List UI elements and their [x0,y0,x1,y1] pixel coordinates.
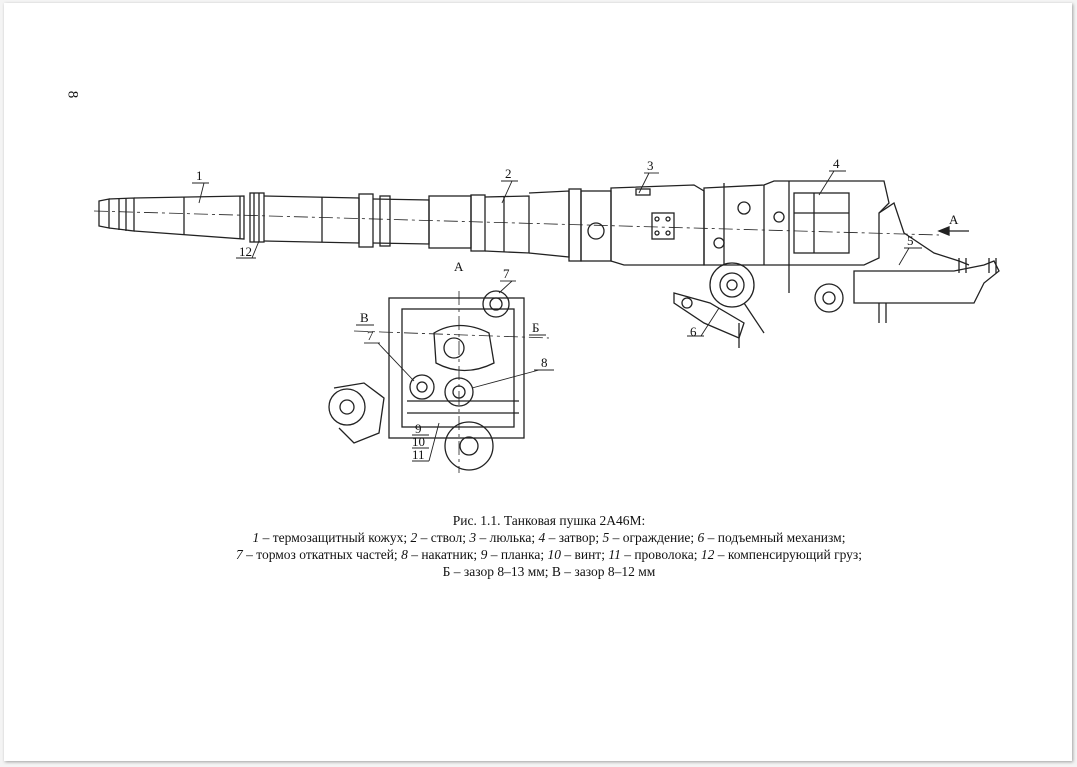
caption-item-text: – подъемный механизм; [704,530,846,545]
caption-item-num: 5 [602,530,610,545]
gap-b-label: Б [532,320,539,335]
callout-7-top: 7 [503,266,510,281]
caption-item-num: 8 [401,547,408,562]
caption-item-num: 4 [538,530,546,545]
caption-item-text: – тормоз откатных частей; [242,547,402,562]
callout-12: 12 [239,244,252,259]
callout-11: 11 [412,447,425,462]
view-a-title: А [454,259,464,274]
caption-line-1: 1 – термозащитный кожух; 2 – ствол; 3 – … [154,529,944,546]
callout-4: 4 [833,156,840,171]
caption-item-text: – термозащитный кожух; [259,530,411,545]
caption-item-text: – винт; [560,547,609,562]
caption-item-text: – накатник; [407,547,481,562]
callout-6: 6 [690,324,697,339]
gun-drawing: 1 2 3 4 5 6 7 7 8 9 10 11 12 А А Б В [4,3,1072,508]
view-arrow-label: А [949,212,959,227]
caption-title: Рис. 1.1. Танковая пушка 2А46М: [452,513,646,528]
caption-item-text: – затвор; [545,530,603,545]
caption-item-text: – планка; [487,547,548,562]
caption-item-num: 9 [480,547,488,562]
caption-item-num: 11 [608,547,621,562]
figure-caption: Рис. 1.1. Танковая пушка 2А46М: 1 – терм… [154,512,944,580]
caption-item-text: – ствол; [417,530,470,545]
caption-item-num: 7 [235,547,243,562]
callout-8: 8 [541,355,548,370]
caption-last-line: Б – зазор 8–13 мм; В – зазор 8–12 мм [442,564,656,579]
caption-item-num: 1 [252,530,260,545]
callout-7-left: 7 [367,328,374,343]
callout-1: 1 [196,168,203,183]
caption-item-text: – компенсирующий груз; [714,547,863,562]
caption-item-text: – ограждение; [609,530,698,545]
caption-item-num: 2 [410,530,418,545]
gap-v-label: В [360,310,369,325]
callout-3: 3 [647,158,654,173]
document-page: 8 [4,3,1072,761]
caption-item-text: – проволока; [620,547,701,562]
callout-5: 5 [907,233,914,248]
callout-2: 2 [505,166,512,181]
callout-9: 9 [415,421,422,436]
caption-line-2: 7 – тормоз откатных частей; 8 – накатник… [154,546,944,563]
caption-item-text: – люлька; [476,530,539,545]
caption-item-num: 3 [469,530,477,545]
caption-item-num: 6 [697,530,705,545]
callout-10: 10 [412,434,425,449]
caption-item-num: 10 [547,547,561,562]
caption-item-num: 12 [700,547,715,562]
